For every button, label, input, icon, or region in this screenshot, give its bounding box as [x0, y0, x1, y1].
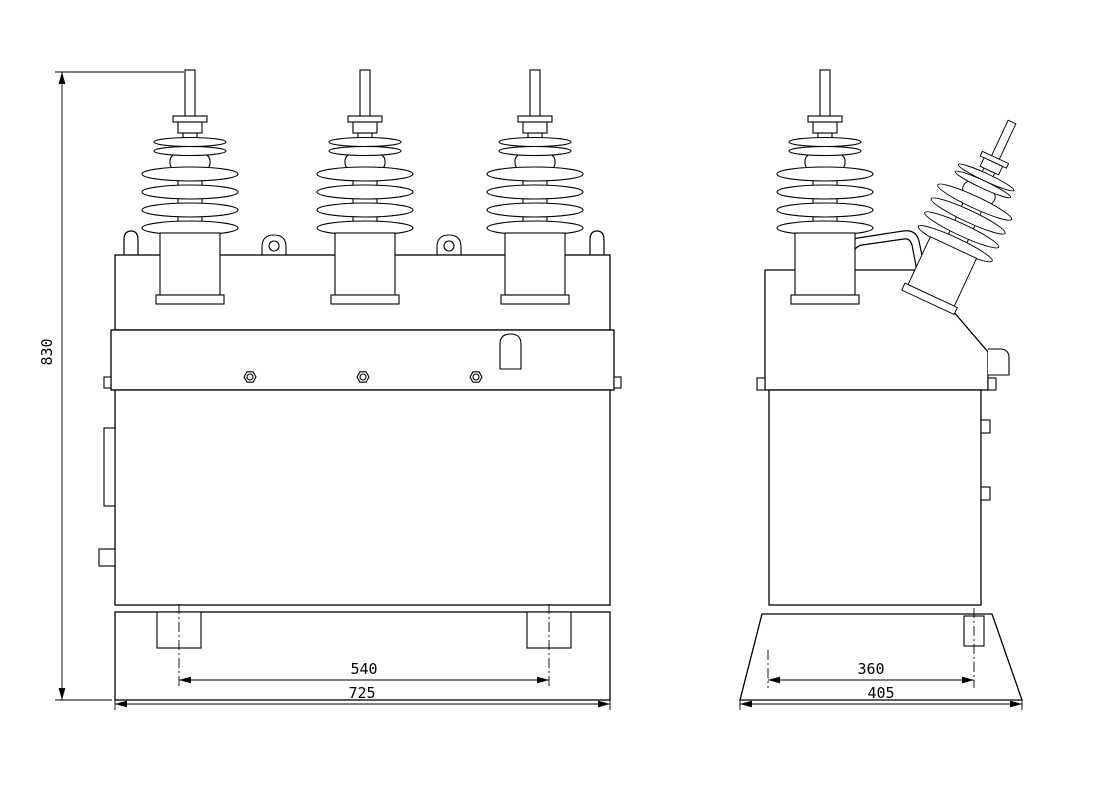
side-tank: [768, 389, 982, 606]
dim-label-830: 830: [38, 338, 56, 365]
side-tab: [980, 486, 991, 501]
front-view: 830 540 725: [38, 69, 622, 710]
side-channel: [103, 427, 116, 507]
cable-slot: [499, 333, 522, 370]
lifting-lug-left: [123, 230, 139, 256]
lifting-eye-hole: [443, 240, 455, 252]
lifting-lug-right: [589, 230, 605, 256]
flange-tab-left: [756, 377, 766, 391]
bolt-hole: [359, 373, 367, 381]
bushing-side-inclined: [890, 104, 1050, 320]
dimension-side-foot-spacing: 360: [768, 660, 974, 684]
dim-label-405: 405: [867, 684, 894, 702]
lifting-eye-hole: [268, 240, 280, 252]
dim-label-360: 360: [857, 660, 884, 678]
flange-tab-right: [613, 376, 622, 389]
side-view: 360 405: [739, 69, 1050, 710]
bushing-side-vertical: [776, 69, 874, 305]
side-bracket: [988, 348, 1010, 376]
flange-tab-left: [103, 376, 112, 389]
bolt-hole: [246, 373, 254, 381]
dim-label-540: 540: [350, 660, 377, 678]
side-tab: [980, 419, 991, 434]
flange-tab-right: [987, 377, 997, 391]
dimension-front-foot-spacing: 540: [179, 660, 549, 684]
drain-box: [98, 548, 116, 567]
dimension-overall-height: 830: [38, 71, 184, 701]
bolt-hole: [472, 373, 480, 381]
dimension-front-overall-width: 725: [114, 684, 611, 710]
dim-label-725: 725: [348, 684, 375, 702]
front-tank: [114, 389, 611, 606]
dimension-side-overall-depth: 405: [739, 684, 1023, 710]
